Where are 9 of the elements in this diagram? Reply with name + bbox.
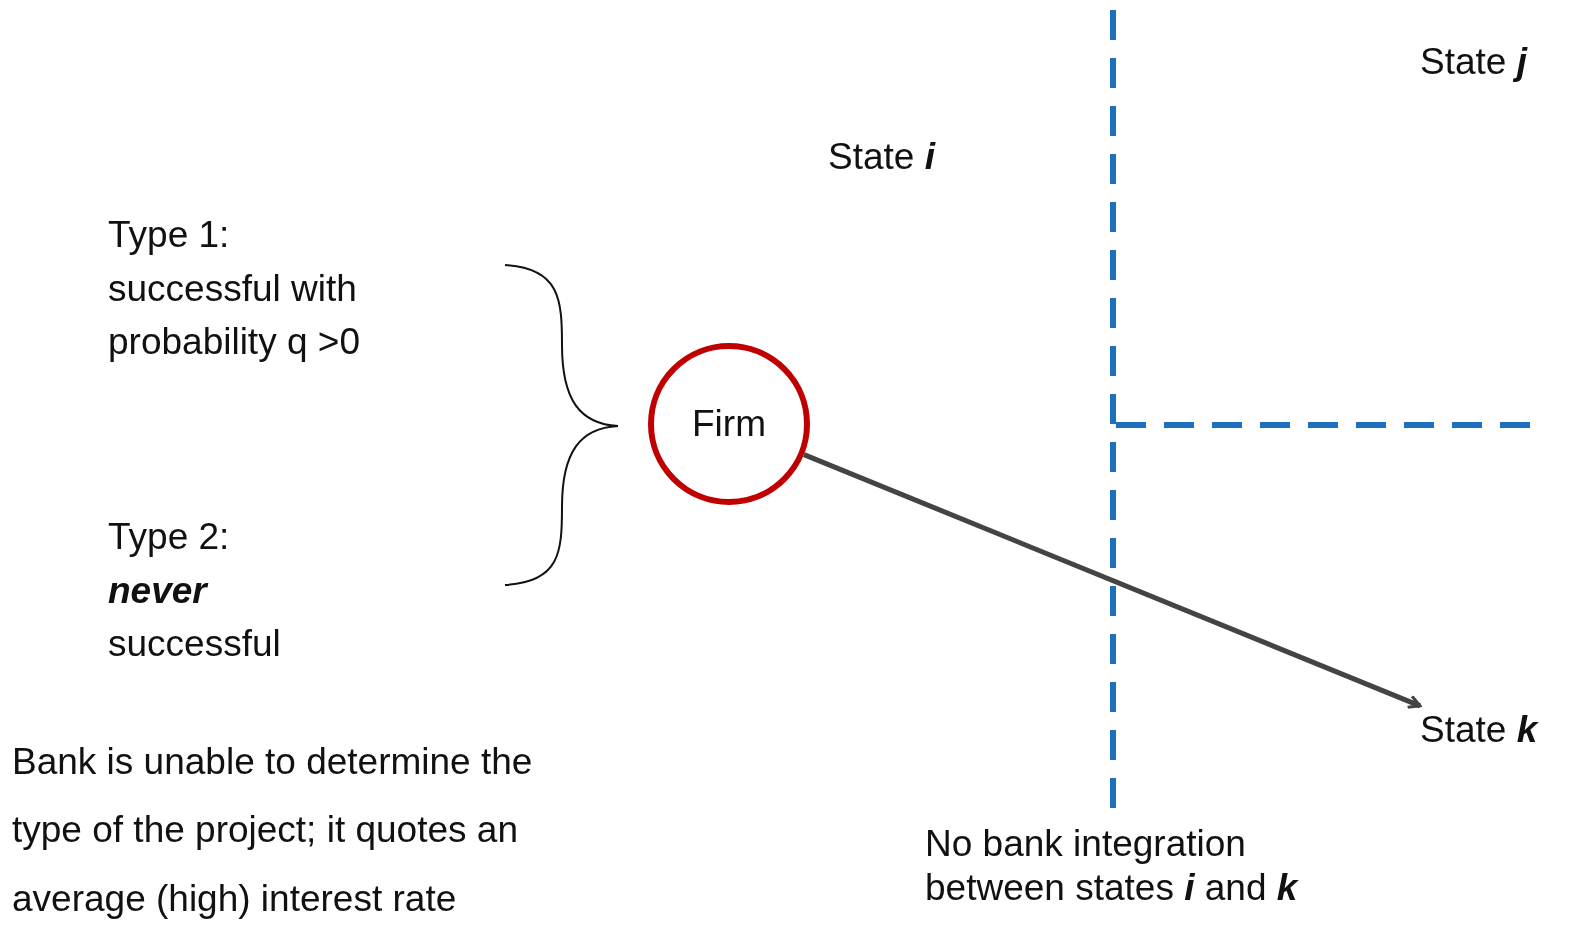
note-text: Bank is unable to determine the type of the project; it quotes an average (high) interest rate: [12, 740, 534, 921]
arrow: [803, 452, 1422, 709]
type-description: Type 2: never successful: [108, 515, 282, 667]
state-label: State k: [1420, 703, 1538, 757]
state-label: State j: [1420, 40, 1527, 84]
firm-circle: Firm: [648, 343, 810, 505]
type-description: Type 1: successful with probability q >0: [108, 213, 361, 365]
note-text: No bank integration between states i and k: [925, 822, 1300, 911]
state-label: State i: [828, 135, 935, 179]
